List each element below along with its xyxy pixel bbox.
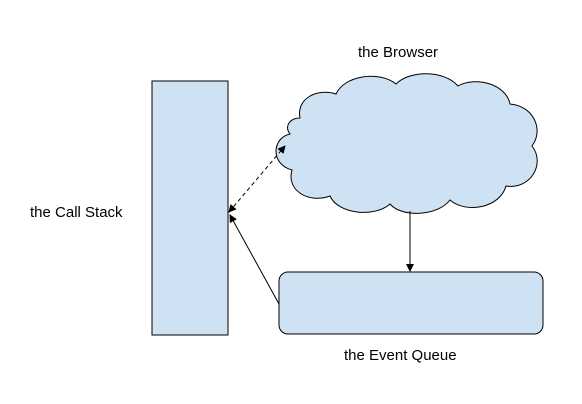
browser-label: the Browser (358, 44, 439, 61)
event-queue-label: the Event Queue (344, 347, 457, 364)
event-queue-box (278, 271, 544, 335)
browser-cloud (275, 73, 538, 214)
event-queue-to-call-stack-arrow (229, 214, 280, 305)
call-stack-label: the Call Stack (30, 204, 123, 221)
call-stack-box (151, 80, 229, 336)
call-stack-to-browser-arrow (228, 145, 286, 213)
